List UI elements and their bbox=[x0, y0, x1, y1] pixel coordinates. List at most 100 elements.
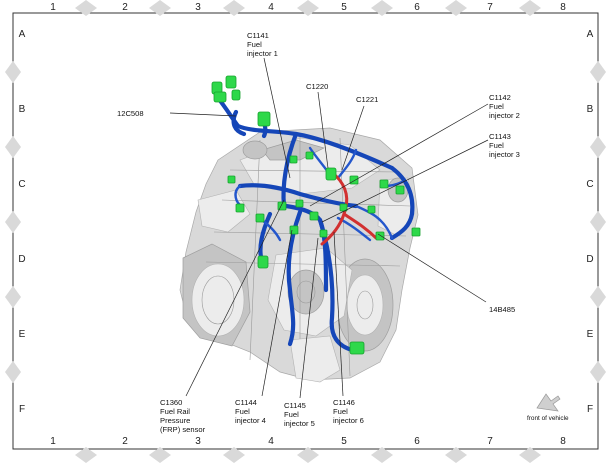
callout-line: C1143 bbox=[489, 132, 511, 141]
engine-illustration bbox=[179, 127, 419, 383]
grid-row-label: F bbox=[19, 404, 25, 415]
grid-row-label: C bbox=[586, 179, 593, 190]
grid-col-label: 4 bbox=[268, 2, 274, 13]
callout-line: 12C508 bbox=[117, 109, 144, 118]
callout-line: C1142 bbox=[489, 93, 511, 102]
arrow-icon bbox=[536, 393, 561, 412]
grid-rows-right: A B C D E F bbox=[586, 29, 593, 415]
callout-line: injector 4 bbox=[235, 416, 266, 425]
grid-row-label: B bbox=[587, 104, 594, 115]
callout-line: Fuel bbox=[333, 407, 348, 416]
callout-line: C1360 bbox=[160, 398, 182, 407]
grid-col-label: 3 bbox=[195, 436, 201, 447]
connector-marker bbox=[257, 255, 269, 269]
grid-col-label: 7 bbox=[487, 436, 493, 447]
grid-row-label: F bbox=[587, 404, 593, 415]
grid-col-label: 2 bbox=[122, 436, 128, 447]
grid-col-label: 2 bbox=[122, 2, 128, 13]
callout-c1144: C1144 Fuel injector 4 bbox=[235, 398, 266, 425]
grid-row-label: D bbox=[18, 254, 25, 265]
leader-c1141 bbox=[263, 57, 291, 179]
connector-marker bbox=[349, 341, 365, 355]
fuel-lines bbox=[320, 174, 378, 246]
connector-marker bbox=[349, 175, 359, 185]
callout-c1141: C1141 Fuel injector 1 bbox=[247, 31, 278, 58]
leader-c1220 bbox=[317, 91, 329, 169]
grid-row-label: B bbox=[19, 104, 26, 115]
connector-marker bbox=[289, 155, 298, 164]
callout-line: injector 1 bbox=[247, 49, 278, 58]
grid-col-label: 8 bbox=[560, 436, 566, 447]
callout-line: 14B485 bbox=[489, 305, 515, 314]
callout-line: Fuel bbox=[247, 40, 262, 49]
grid-col-label: 1 bbox=[50, 436, 56, 447]
callout-line: (FRP) sensor bbox=[160, 425, 206, 434]
grid-col-label: 6 bbox=[414, 436, 420, 447]
callout-line: injector 3 bbox=[489, 150, 520, 159]
connector-marker bbox=[395, 185, 405, 195]
callout-line: C1144 bbox=[235, 398, 257, 407]
callout-line: C1141 bbox=[247, 31, 269, 40]
leader-c1142 bbox=[309, 103, 489, 207]
callout-line: C1221 bbox=[356, 95, 378, 104]
leader-14b485 bbox=[377, 233, 487, 303]
connector-marker bbox=[325, 167, 337, 181]
connector-marker bbox=[213, 91, 227, 103]
leader-c1144 bbox=[261, 229, 293, 397]
callout-c1146: C1146 Fuel injector 6 bbox=[333, 398, 364, 425]
callout-line: Fuel bbox=[489, 102, 504, 111]
callout-c1145: C1145 Fuel injector 5 bbox=[284, 401, 315, 428]
grid-row-label: C bbox=[18, 179, 25, 190]
front-of-vehicle-indicator: front of vehicle bbox=[527, 393, 569, 422]
leader-c1146 bbox=[333, 231, 344, 397]
callout-line: injector 5 bbox=[284, 419, 315, 428]
callout-c1221: C1221 bbox=[356, 95, 378, 104]
connector-marker bbox=[379, 179, 389, 189]
grid-col-label: 3 bbox=[195, 2, 201, 13]
callout-line: injector 6 bbox=[333, 416, 364, 425]
leader-c1145 bbox=[299, 237, 319, 399]
grid-col-label: 4 bbox=[268, 436, 274, 447]
grid-rows-left: A B C D E F bbox=[18, 29, 25, 415]
leader-c1143 bbox=[321, 139, 489, 223]
connector-marker bbox=[225, 75, 237, 89]
callout-line: Fuel bbox=[489, 141, 504, 150]
callout-c1143: C1143 Fuel injector 3 bbox=[489, 132, 520, 159]
callout-line: C1145 bbox=[284, 401, 306, 410]
leader-c1360 bbox=[185, 199, 285, 397]
grid-row-label: D bbox=[586, 254, 593, 265]
zone-markers bbox=[5, 0, 606, 463]
grid-row-label: E bbox=[587, 329, 594, 340]
grid-row-label: E bbox=[19, 329, 26, 340]
callout-line: C1146 bbox=[333, 398, 355, 407]
callout-c1360: C1360 Fuel Rail Pressure (FRP) sensor bbox=[160, 398, 206, 434]
grid-col-label: 8 bbox=[560, 2, 566, 13]
grid-col-label: 5 bbox=[341, 2, 347, 13]
grid-row-label: A bbox=[587, 29, 594, 40]
connector-marker bbox=[227, 175, 236, 184]
callout-line: Pressure bbox=[160, 416, 190, 425]
callout-line: Fuel bbox=[235, 407, 250, 416]
callout-14b485: 14B485 bbox=[489, 305, 515, 314]
grid-col-label: 6 bbox=[414, 2, 420, 13]
leader-c1221 bbox=[341, 105, 365, 171]
connector-marker bbox=[235, 203, 245, 213]
connector-marker bbox=[255, 213, 265, 223]
connector-marker bbox=[295, 199, 304, 208]
callout-line: Fuel bbox=[284, 410, 299, 419]
connector-marker bbox=[319, 229, 328, 238]
connector-marker bbox=[305, 151, 314, 160]
leader-lines bbox=[169, 57, 489, 399]
leader-12c508 bbox=[169, 112, 237, 117]
callout-line: Fuel Rail bbox=[160, 407, 190, 416]
callout-line: C1220 bbox=[306, 82, 328, 91]
connector-marker bbox=[411, 227, 421, 237]
grid-col-label: 7 bbox=[487, 2, 493, 13]
grid-col-label: 1 bbox=[50, 2, 56, 13]
connector-marker bbox=[309, 211, 319, 221]
callout-c1220: C1220 bbox=[306, 82, 328, 91]
callout-c1142: C1142 Fuel injector 2 bbox=[489, 93, 520, 120]
connector-marker bbox=[289, 225, 299, 235]
grid-col-label: 5 bbox=[341, 436, 347, 447]
callout-12c508: 12C508 bbox=[117, 109, 144, 118]
